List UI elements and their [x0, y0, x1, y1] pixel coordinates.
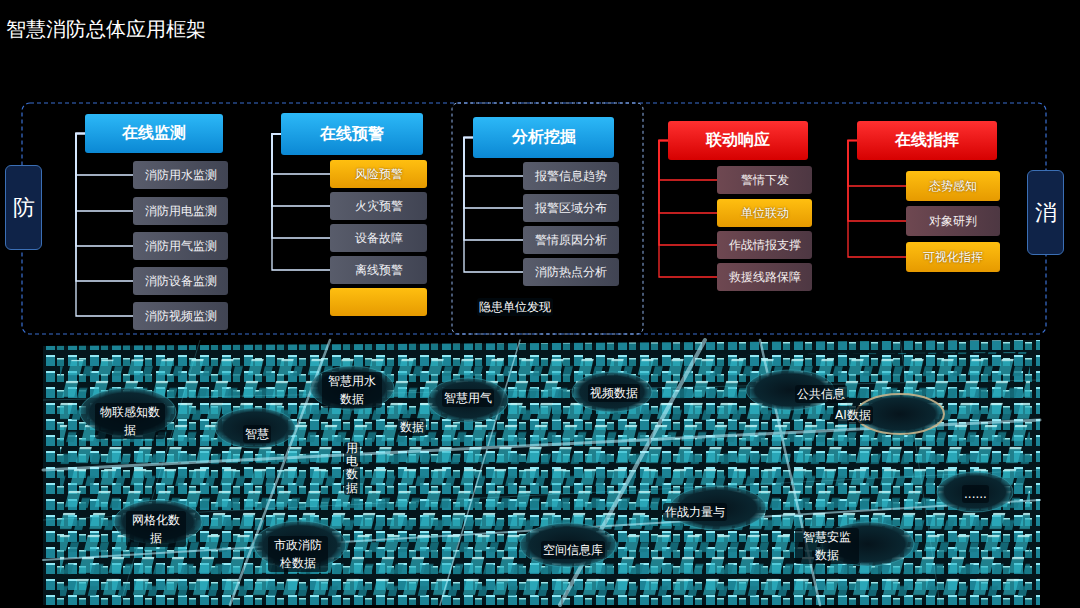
- data-label: 网格化数 据: [126, 511, 186, 547]
- header-red: 在线指挥: [857, 121, 997, 160]
- data-label: 智慧安监 数据: [795, 528, 859, 564]
- data-label: ......: [962, 485, 989, 503]
- node-text: 警情原因分析: [535, 232, 607, 249]
- node-text: 防: [13, 193, 35, 223]
- node-text: 火灾预警: [355, 198, 403, 215]
- data-label: 视频数据: [588, 384, 640, 402]
- header-blue: 分析挖掘: [473, 117, 614, 158]
- node-text: 联动响应: [706, 130, 770, 151]
- node-text: 对象研判: [929, 213, 977, 230]
- data-label: 物联感知数 据: [95, 403, 165, 439]
- item-grey: 消防设备监测: [133, 267, 228, 295]
- item-grey: 消防用水监测: [133, 161, 228, 189]
- data-label: 作战力量与: [663, 503, 727, 521]
- node-text: 消防用电监测: [145, 203, 217, 220]
- header-blue: 在线监测: [85, 114, 223, 153]
- node-text: 单位联动: [741, 205, 789, 222]
- node-text: 报警区域分布: [535, 200, 607, 217]
- node-text: 设备故障: [355, 230, 403, 247]
- node-text: 风险预警: [355, 166, 403, 183]
- data-label: AI数据: [833, 406, 873, 424]
- item-yellow: 态势感知: [906, 171, 1000, 201]
- node-text: 在线指挥: [895, 130, 959, 151]
- data-label: 空间信息库: [541, 541, 605, 559]
- item-yellow: 风险预警: [330, 160, 427, 188]
- item-grey: 消防用气监测: [133, 232, 228, 260]
- vertical-label: 用电数据: [344, 442, 360, 495]
- node-text: 分析挖掘: [512, 127, 576, 148]
- tree-connector: [76, 134, 133, 282]
- node-text: 离线预警: [355, 262, 403, 279]
- tree-connector: [659, 141, 717, 278]
- item-grey: 消防视频监测: [133, 302, 228, 330]
- tree-connector: [76, 134, 133, 317]
- item-yellow: 可视化指挥: [906, 242, 1000, 272]
- data-label: 数据: [398, 418, 426, 436]
- header-red: 联动响应: [668, 121, 808, 160]
- data-label: 隐患单位发现: [477, 298, 553, 316]
- data-label: 智慧用气: [442, 389, 494, 407]
- item-grey: 消防热点分析: [523, 258, 619, 286]
- node-text: 消防视频监测: [145, 308, 217, 325]
- item-grey: 火灾预警: [330, 192, 427, 220]
- data-label: 公共信息: [795, 385, 847, 403]
- node-text: 消防设备监测: [145, 273, 217, 290]
- data-label: 智慧用水 数据: [322, 372, 382, 408]
- node-text: 态势感知: [929, 178, 977, 195]
- node-text: 警情下发: [741, 172, 789, 189]
- data-label: 智慧: [243, 425, 271, 443]
- item-grey: 报警区域分布: [523, 194, 619, 222]
- item-grey: 设备故障: [330, 224, 427, 252]
- node-text: 可视化指挥: [923, 249, 983, 266]
- node-text: 消防热点分析: [535, 264, 607, 281]
- side-box: 消: [1027, 170, 1064, 255]
- node-text: 救援线路保障: [729, 269, 801, 286]
- header-blue: 在线预警: [281, 113, 423, 155]
- data-label: 市政消防 栓数据: [268, 536, 328, 572]
- node-text: 消防用气监测: [145, 238, 217, 255]
- item-grey: 离线预警: [330, 256, 427, 284]
- item-warm: 对象研判: [906, 206, 1000, 236]
- item-grey: 警情原因分析: [523, 226, 619, 254]
- node-text: 消: [1035, 198, 1057, 228]
- side-box: 防: [5, 165, 42, 250]
- node-text: 消防用水监测: [145, 167, 217, 184]
- node-text: 作战情报支撑: [729, 237, 801, 254]
- item-yellow: 单位联动: [717, 199, 812, 227]
- node-text: 报警信息趋势: [535, 168, 607, 185]
- node-text: 在线预警: [320, 124, 384, 145]
- node-text: 在线监测: [122, 123, 186, 144]
- item-grey: 消防用电监测: [133, 197, 228, 225]
- item-warm: 救援线路保障: [717, 263, 812, 291]
- item-warm: 作战情报支撑: [717, 231, 812, 259]
- item-grey: 报警信息趋势: [523, 162, 619, 190]
- item-warm: 警情下发: [717, 166, 812, 194]
- page-title: 智慧消防总体应用框架: [6, 16, 206, 43]
